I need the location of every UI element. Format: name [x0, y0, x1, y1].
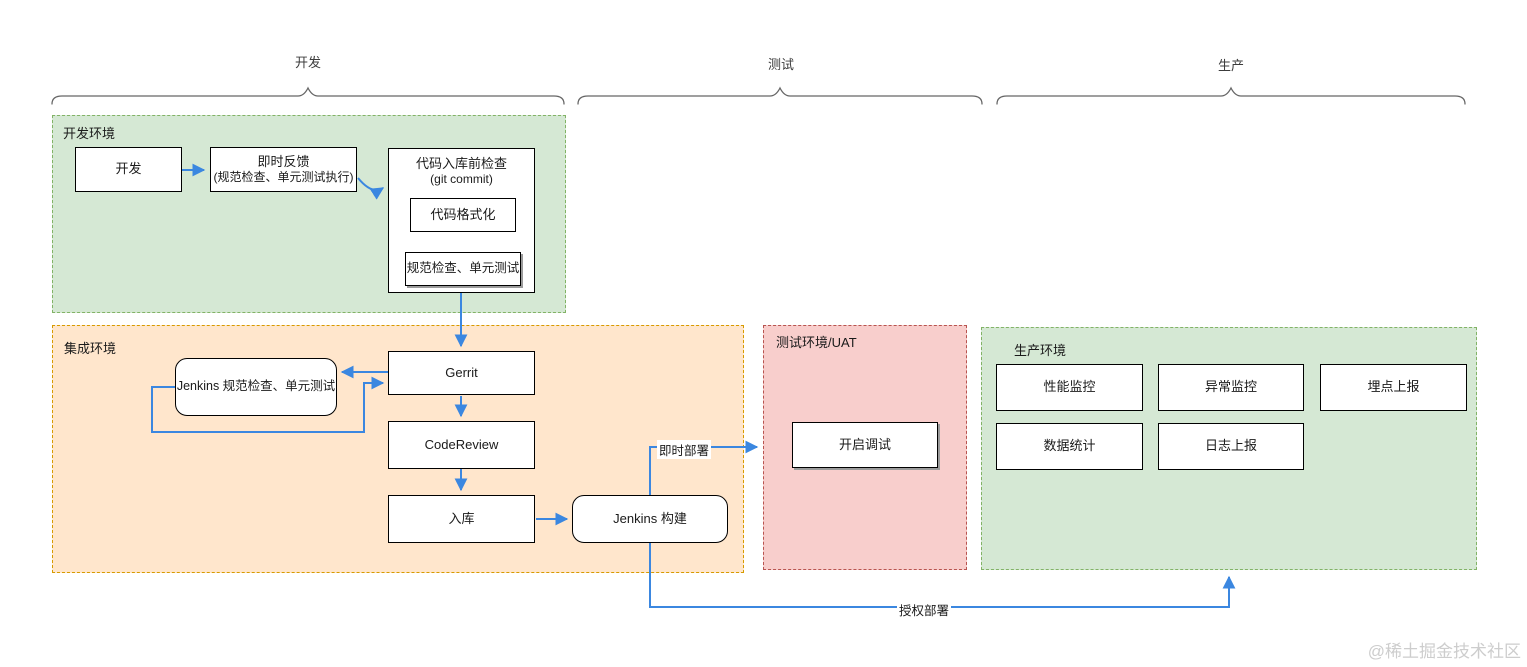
node-instant-feedback: 即时反馈 (规范检查、单元测试执行): [210, 147, 357, 192]
node-jenkins-check: Jenkins 规范检查、单元测试: [175, 358, 337, 416]
node-store: 入库: [388, 495, 535, 543]
node-jenkins-build: Jenkins 构建: [572, 495, 728, 543]
arrow-jenkins-check-loop-to-gerrit: [151, 376, 385, 433]
node-enable-debug: 开启调试: [792, 422, 938, 468]
node-codereview: CodeReview: [388, 421, 535, 469]
node-dev: 开发: [75, 147, 182, 192]
node-perf-monitor: 性能监控: [996, 364, 1143, 411]
node-tracking-report: 埋点上报: [1320, 364, 1467, 411]
arrow-instant-deploy: [649, 440, 759, 495]
node-lint-unit-test: 规范检查、单元测试: [405, 252, 521, 286]
phase-label-prod: 生产: [1217, 58, 1245, 73]
region-uat-env-label: 测试环境/UAT: [776, 335, 857, 350]
brace-prod: [996, 86, 1466, 105]
node-gerrit: Gerrit: [388, 351, 535, 395]
region-dev-env-label: 开发环境: [63, 126, 116, 141]
region-integration-env-label: 集成环境: [64, 341, 117, 356]
edge-label-authorized-deploy: 授权部署: [897, 600, 952, 619]
region-prod-env-label: 生产环境: [1014, 343, 1067, 358]
node-log-report: 日志上报: [1158, 423, 1304, 470]
node-code-format: 代码格式化: [410, 198, 516, 232]
watermark: @稀土掘金技术社区: [1367, 642, 1521, 661]
phase-label-dev: 开发: [294, 55, 322, 70]
node-error-monitor: 异常监控: [1158, 364, 1304, 411]
brace-test: [577, 86, 983, 105]
arrow-authorized-deploy: [649, 543, 1236, 608]
arrow-feedback-to-precheck: [357, 177, 385, 200]
brace-dev: [51, 86, 565, 105]
node-data-stats: 数据统计: [996, 423, 1143, 470]
phase-label-test: 测试: [767, 57, 795, 72]
edge-label-instant-deploy: 即时部署: [657, 440, 712, 459]
